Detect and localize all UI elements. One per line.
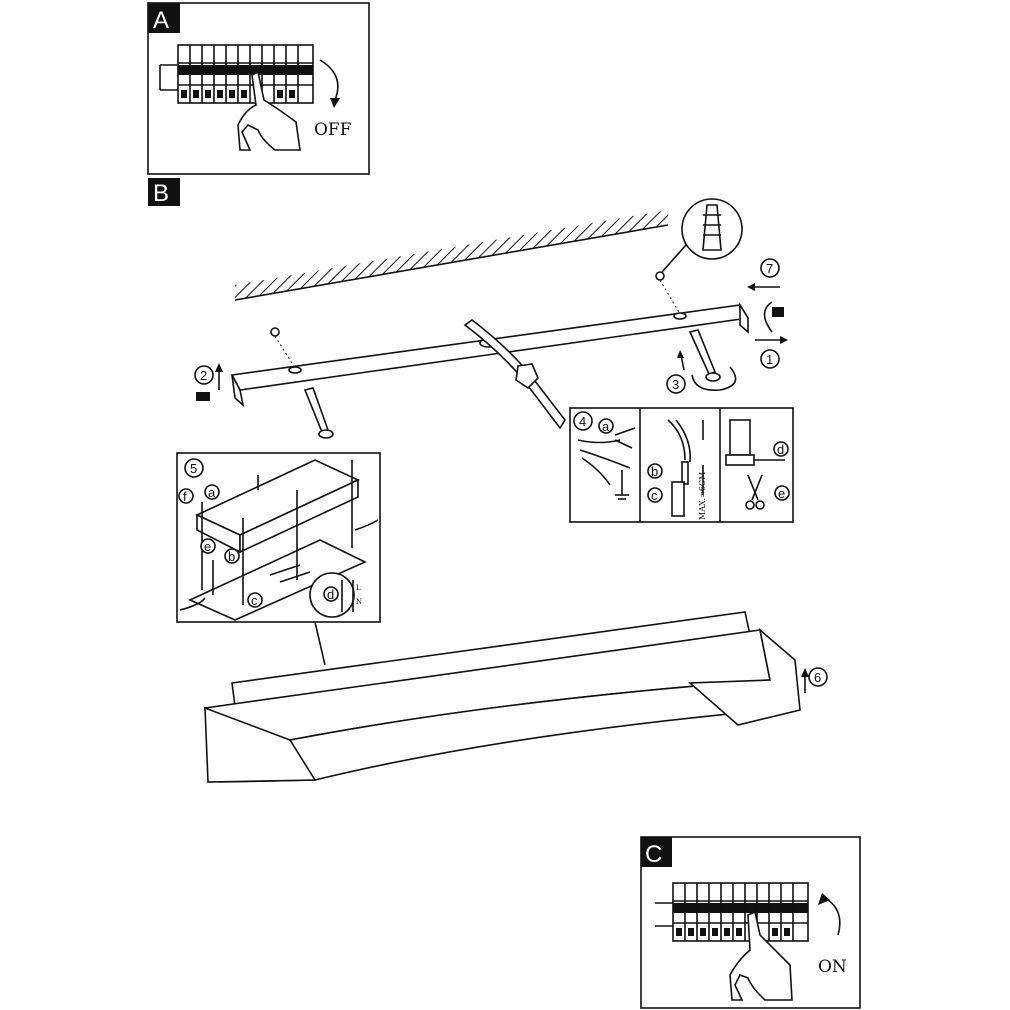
svg-text:a: a (602, 419, 610, 434)
screw-right-icon (747, 283, 788, 344)
terminal-box-panel: L N f a b c d e (176, 452, 381, 623)
svg-text:e: e (204, 539, 211, 554)
hand-icon (729, 910, 793, 1001)
pliers-icon (614, 427, 636, 449)
svg-text:2: 2 (200, 368, 207, 383)
step-5: 5 (184, 458, 204, 478)
step-markers: 1 2 3 4 5 6 7 (184, 258, 828, 687)
hand-icon (237, 70, 301, 151)
svg-text:f: f (183, 489, 187, 504)
step-2: 2 (194, 365, 214, 385)
svg-text:e: e (778, 486, 785, 501)
rotate-down-arrow-icon (319, 59, 339, 101)
svg-text:c: c (651, 488, 658, 503)
panel-b-label-box (148, 178, 180, 206)
svg-text:b: b (651, 464, 658, 479)
svg-text:b: b (228, 549, 235, 564)
dowel-left (303, 387, 334, 439)
svg-text:c: c (251, 593, 258, 608)
step-7: 7 (760, 258, 780, 278)
strip-length-note: MAX.=6CM (698, 472, 707, 520)
ceiling-lamp (204, 611, 809, 783)
terminal-mark-l: L (356, 584, 361, 592)
svg-text:d: d (777, 442, 784, 457)
svg-text:1: 1 (766, 352, 773, 367)
panel-c-label: C (645, 841, 662, 868)
ceiling (234, 210, 669, 301)
ground-icon (615, 494, 629, 500)
dowel-detail (270, 198, 743, 337)
svg-text:d: d (327, 587, 334, 602)
svg-text:a: a (208, 485, 216, 500)
wiring-detail-panel: a MAX.=6CM b c d e (569, 407, 794, 523)
step-6: 6 (808, 667, 828, 687)
step-3: 3 (666, 374, 686, 394)
panel-c-label-box (641, 837, 672, 867)
svg-text:3: 3 (672, 377, 679, 392)
dowel-right (677, 329, 737, 392)
cable-clamp-icon (515, 363, 539, 390)
terminal-mark-n: N (356, 598, 362, 606)
panel-a-label: A (153, 7, 169, 34)
panel-a-switch-off: A OFF (147, 2, 370, 175)
panel-a-label-box (148, 3, 180, 33)
off-label: OFF (314, 120, 352, 140)
panel-c-switch-on: C ON (640, 836, 861, 1009)
on-label: ON (818, 957, 847, 977)
rotate-up-arrow-icon (824, 897, 841, 936)
step-4: 4 (573, 411, 593, 431)
screw-left-icon (196, 392, 210, 401)
svg-text:7: 7 (766, 261, 773, 276)
panel-b-label: B (153, 180, 169, 207)
svg-text:5: 5 (190, 461, 197, 476)
scissors-icon (745, 474, 765, 510)
svg-text:6: 6 (814, 670, 821, 685)
mains-cable (463, 319, 566, 430)
step-1: 1 (760, 349, 780, 369)
svg-text:4: 4 (579, 414, 586, 429)
